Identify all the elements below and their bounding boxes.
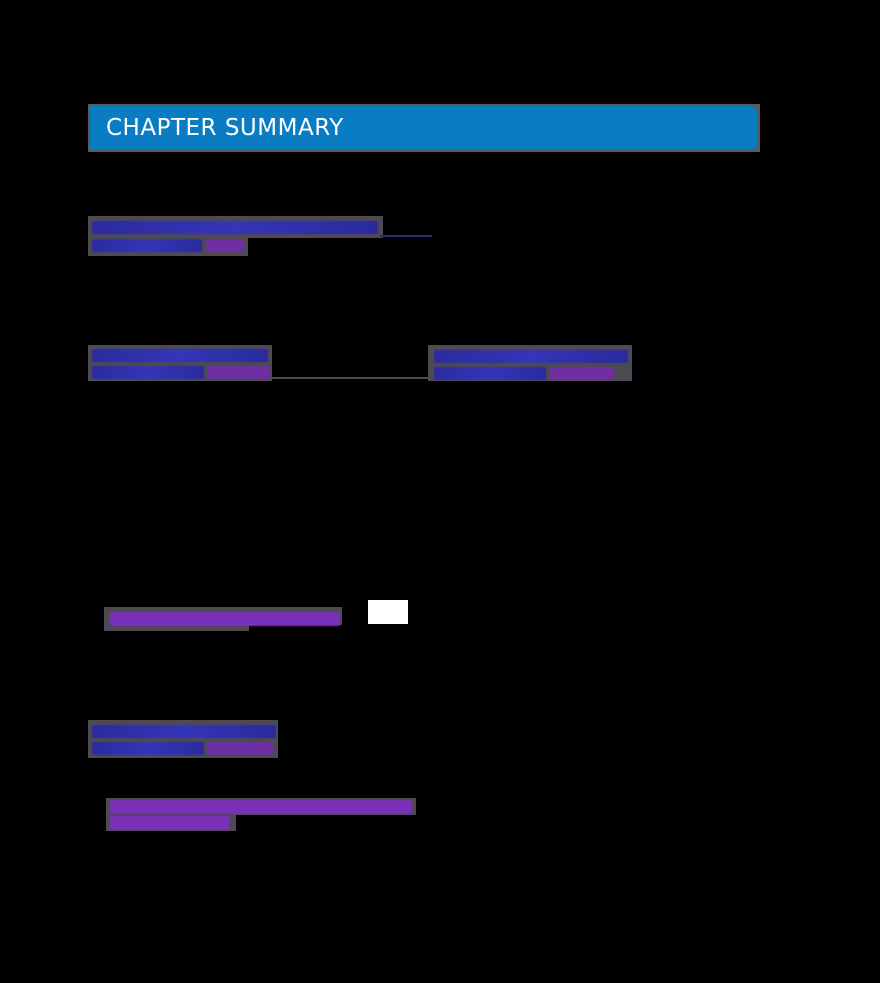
section-2-subheading: [illegible – blurred subheading]: [92, 366, 204, 379]
bullet-2-text-line1: [illegible – blurred bullet text, line 1…: [110, 800, 412, 814]
section-2-heading: [illegible – blurred heading]: [92, 349, 268, 362]
section-1-heading: [illegible – blurred heading]: [92, 221, 378, 234]
section-1-subheading: [illegible – blurred subheading]: [92, 239, 202, 252]
section-4-heading: [illegible – blurred heading]: [92, 725, 276, 738]
section-3-subheading: [illegible – blurred subheading]: [434, 367, 546, 380]
section-4-reference: [illegible]: [207, 742, 273, 755]
banner-fill: CHAPTER SUMMARY: [90, 106, 758, 150]
section-3-reference: [illegible]: [550, 367, 614, 380]
white-box: [368, 600, 408, 624]
section-4-subheading: [illegible – blurred subheading]: [92, 742, 204, 755]
section-1-rule: [380, 235, 432, 237]
page-title: CHAPTER SUMMARY: [106, 115, 344, 141]
bullet-2-text-line2: [illegible – line 2]: [110, 816, 230, 830]
section-2-reference: [illegible]: [208, 366, 270, 379]
section-1-reference: [illegible]: [206, 239, 244, 252]
bullet-1-text: [illegible – blurred bullet text]: [110, 612, 340, 626]
section-2-rule: [272, 377, 432, 379]
chapter-summary-banner: CHAPTER SUMMARY: [88, 104, 760, 152]
section-3-heading: [illegible – blurred heading]: [434, 350, 628, 363]
